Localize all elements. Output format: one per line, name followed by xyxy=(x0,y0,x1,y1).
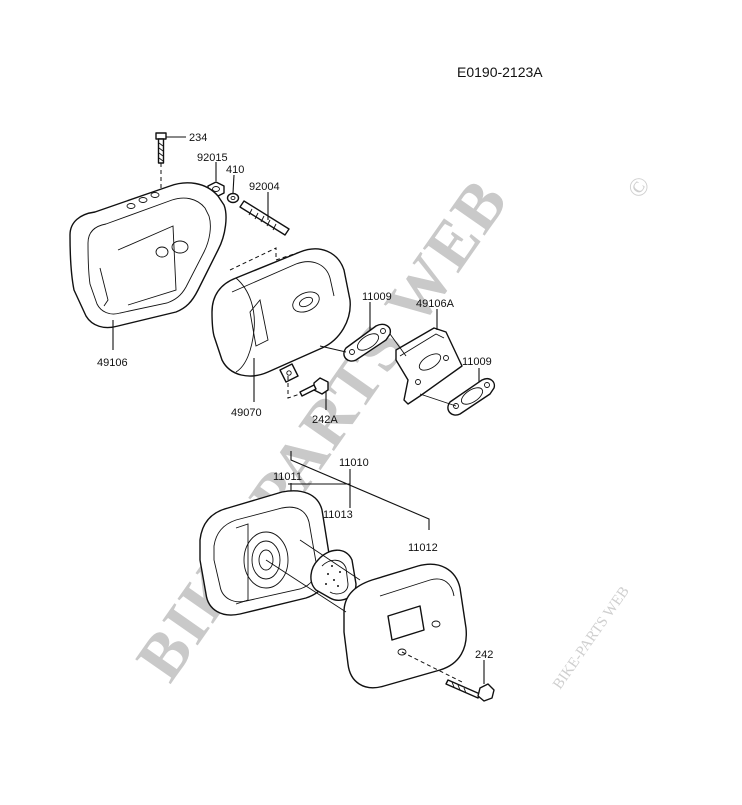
label-49070: 49070 xyxy=(231,407,262,419)
label-11010: 11010 xyxy=(339,457,369,469)
label-11011: 11011 xyxy=(273,471,302,483)
label-49106: 49106 xyxy=(97,357,128,369)
part-49106-muffler-cover[interactable] xyxy=(69,182,227,329)
diagram-code: E0190-2123A xyxy=(457,64,543,80)
part-242A-bolt[interactable] xyxy=(299,377,329,397)
label-11009-lower: 11009 xyxy=(462,356,492,368)
label-410: 410 xyxy=(226,164,244,176)
label-242: 242 xyxy=(475,649,493,661)
watermark-small-text: BIKE-PARTS WEB xyxy=(550,584,633,692)
label-11013: 11013 xyxy=(323,509,353,521)
part-92004-stud[interactable] xyxy=(239,200,290,236)
part-11011-air-cleaner-base[interactable] xyxy=(199,490,331,616)
label-49106A: 49106A xyxy=(416,298,455,310)
label-11012: 11012 xyxy=(408,542,438,554)
part-49106A-bracket[interactable] xyxy=(395,327,463,405)
label-11009-upper: 11009 xyxy=(362,291,392,303)
part-11012-air-cleaner-cover[interactable] xyxy=(343,563,467,689)
part-49070-muffler[interactable] xyxy=(211,248,351,383)
watermark-copyright-symbol: © xyxy=(621,171,656,204)
part-410-washer[interactable] xyxy=(226,192,240,204)
label-92015: 92015 xyxy=(197,152,228,164)
label-92004: 92004 xyxy=(249,181,280,193)
part-11009-gasket-lower[interactable] xyxy=(447,378,496,416)
label-234: 234 xyxy=(189,132,207,144)
part-234-bolt[interactable] xyxy=(155,132,167,164)
part-242-bolt[interactable] xyxy=(401,651,495,702)
label-242A: 242A xyxy=(312,414,338,426)
part-11009-gasket-upper[interactable] xyxy=(343,323,391,362)
